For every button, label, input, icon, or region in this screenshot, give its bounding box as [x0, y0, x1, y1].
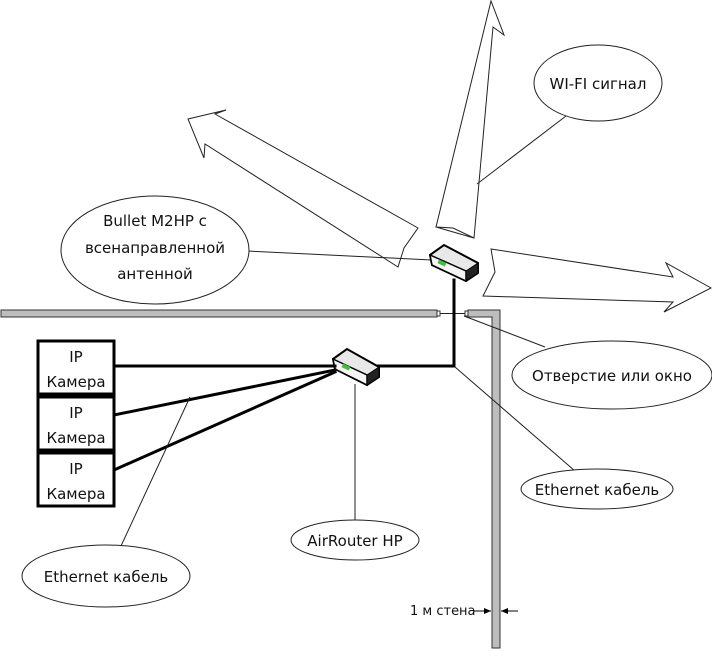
svg-text:IP: IP	[69, 348, 82, 366]
airrouter-hp-device	[331, 347, 380, 387]
ip-camera-1: IP Камера	[36, 339, 116, 396]
bullet-callout-line1: Bullet M2HP с	[103, 212, 207, 230]
opening-callout-leader	[463, 315, 546, 348]
svg-text:Камера: Камера	[46, 429, 105, 447]
ethernet-cable-bullet-to-router	[376, 278, 456, 368]
wifi-signal-arrow-right	[482, 248, 712, 313]
wall-horizontal-left	[0, 309, 438, 318]
wifi-signal-arrow-up	[435, 0, 506, 239]
wifi-callout-text: WI-FI сигнал	[550, 75, 647, 93]
wall-dimension-text: 1 м стена	[410, 604, 476, 619]
ip-camera-2: IP Камера	[36, 395, 116, 452]
svg-text:IP: IP	[69, 404, 82, 422]
bullet-callout-leader	[246, 250, 433, 261]
ethernet-right-callout-text: Ethernet кабель	[535, 481, 660, 499]
ethernet-right-callout-leader	[454, 366, 576, 472]
ethernet-left-callout-leader	[120, 396, 191, 547]
svg-text:Камера: Камера	[46, 373, 105, 391]
ethernet-cable-camera-2	[112, 368, 337, 417]
ethernet-right-callout-bubble	[520, 468, 674, 510]
svg-text:Камера: Камера	[46, 485, 105, 503]
wall-corner-right	[467, 309, 501, 649]
wifi-signal-arrow-up-left	[187, 109, 419, 268]
wifi-callout-leader	[476, 115, 567, 185]
airrouter-callout-text: AirRouter HP	[307, 532, 402, 550]
bullet-m2hp-device	[428, 243, 479, 283]
bullet-callout-line2: всенаправленной	[85, 239, 225, 257]
opening-callout-text: Отверстие или окно	[532, 367, 692, 385]
wall-dimension-arrows	[474, 608, 518, 614]
bullet-callout-line3: антенной	[117, 265, 193, 283]
opening-callout-bubble	[511, 340, 712, 410]
svg-text:IP: IP	[69, 460, 82, 478]
bullet-callout-bubble	[60, 195, 250, 305]
airrouter-callout-bubble	[290, 519, 420, 561]
ip-camera-3: IP Камера	[36, 451, 116, 508]
ethernet-left-callout-text: Ethernet кабель	[44, 568, 169, 586]
led-icon	[341, 363, 351, 371]
ethernet-cable-camera-3	[112, 370, 337, 472]
led-icon	[437, 259, 447, 267]
ethernet-left-callout-bubble	[21, 544, 191, 608]
wifi-callout-bubble	[533, 44, 663, 122]
